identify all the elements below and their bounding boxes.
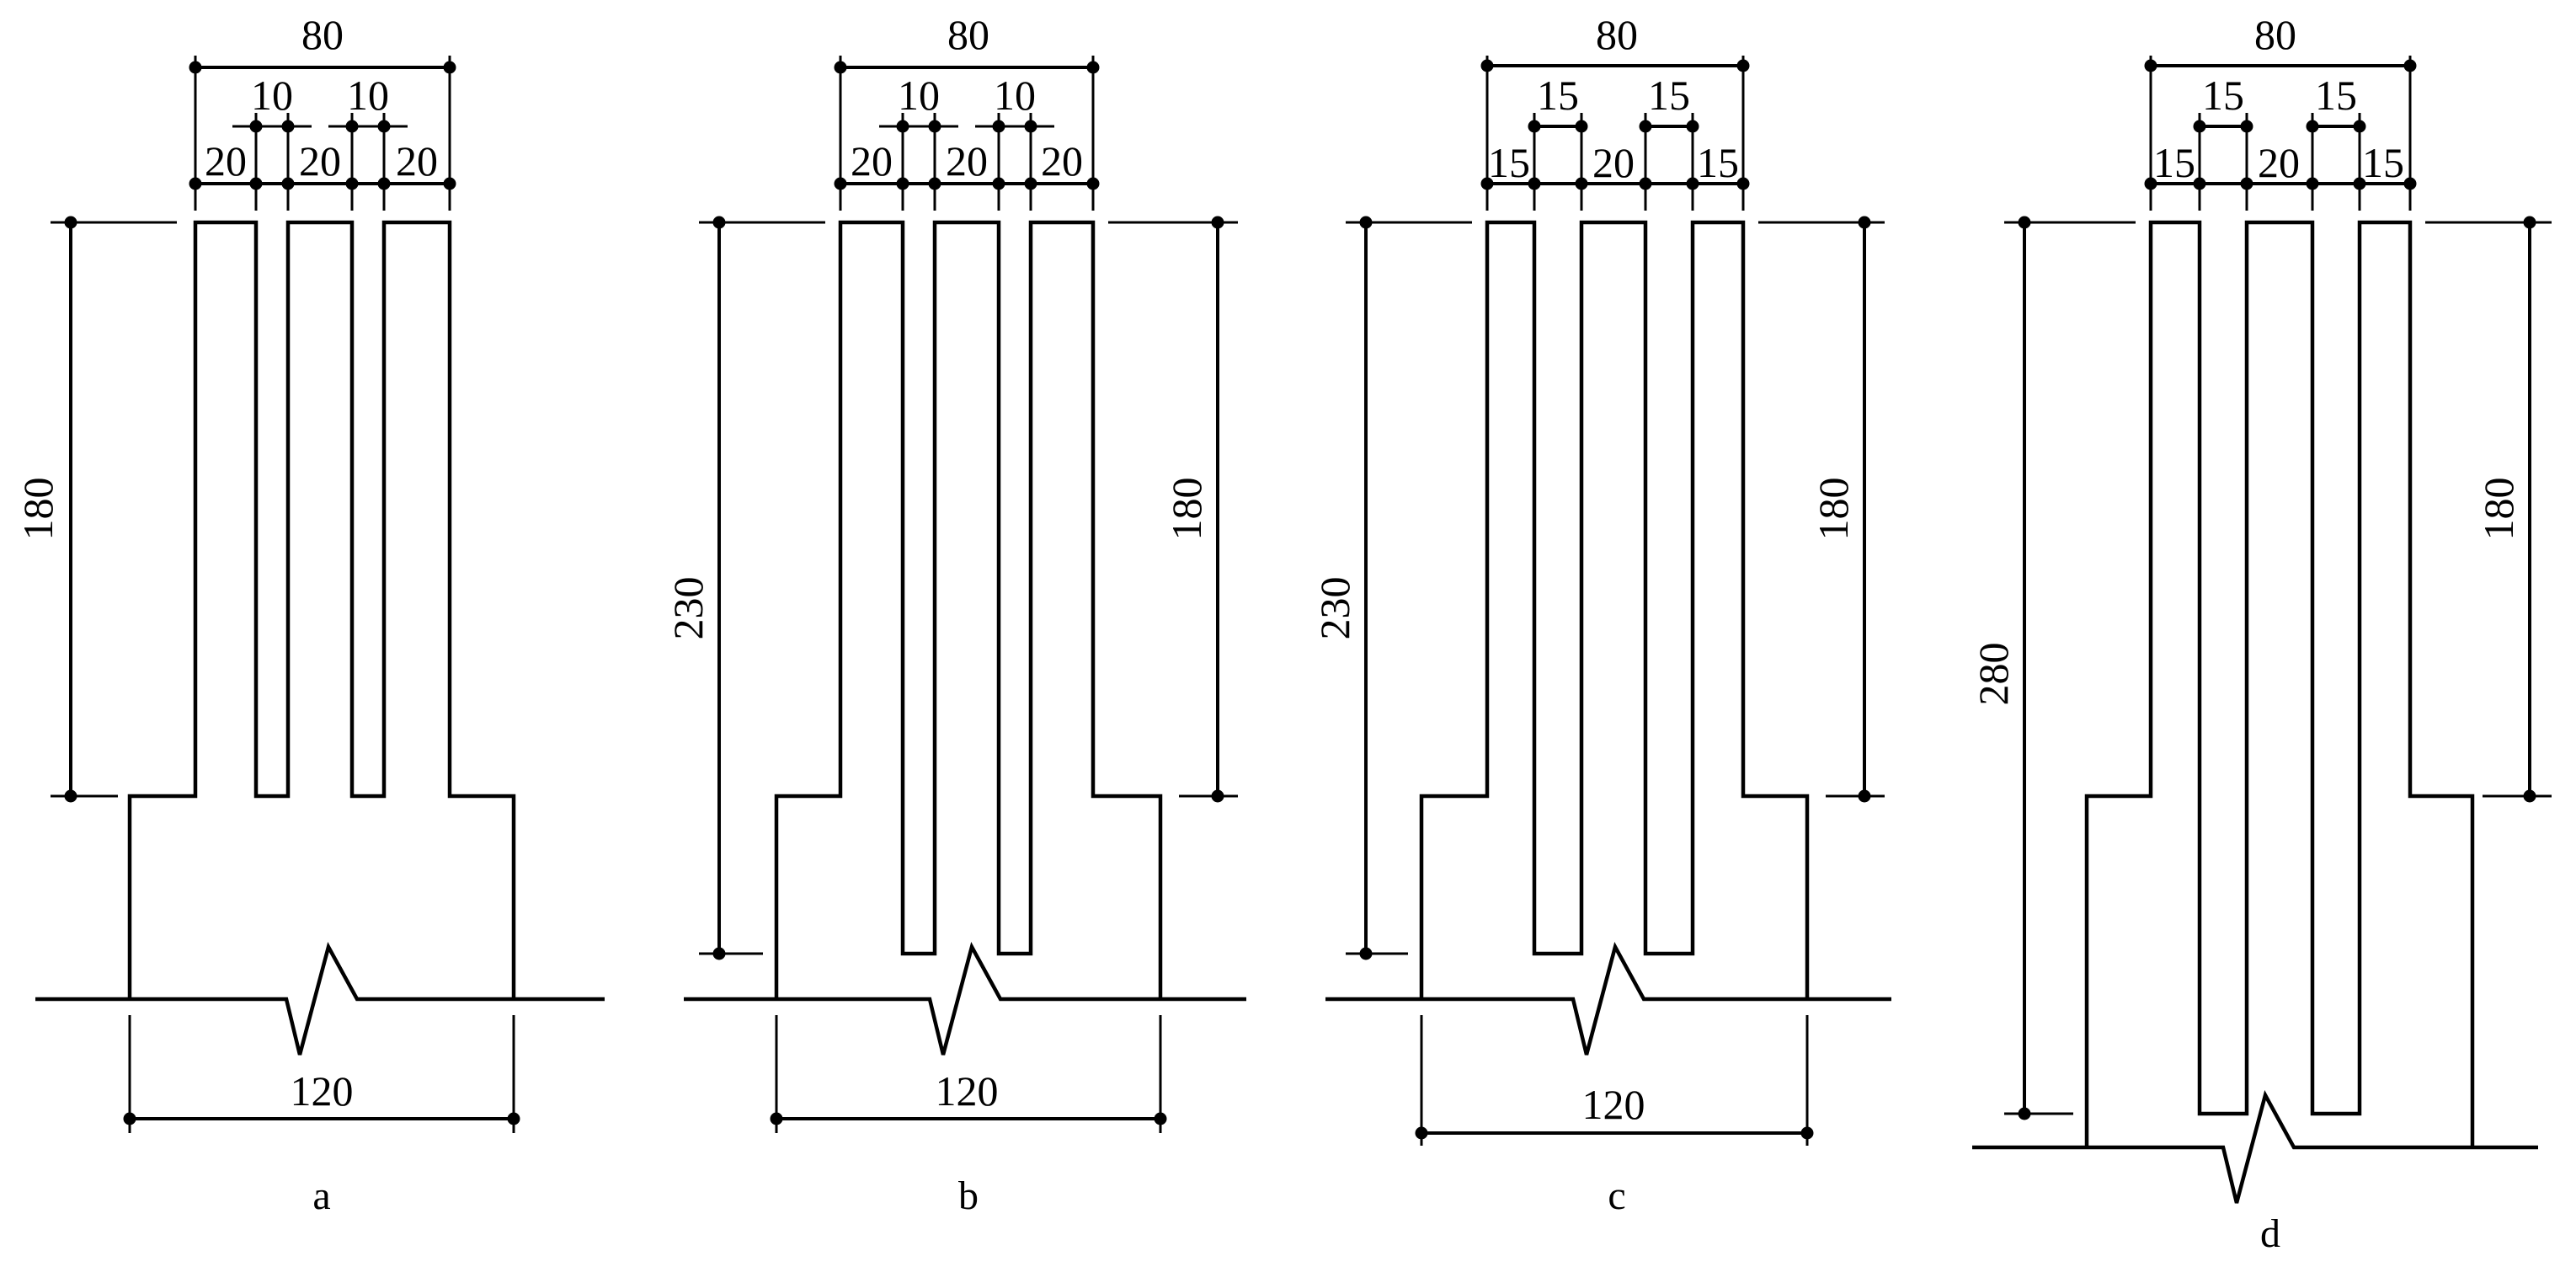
- panel-d-caption: d: [2260, 1211, 2280, 1256]
- panel-d: [1972, 56, 2552, 1204]
- panel-c-right-height: 180: [1810, 478, 1857, 541]
- panel-b: [684, 56, 1246, 1133]
- panel-c-slot-width-2: 15: [1648, 72, 1690, 119]
- panel-a-ground-line: [35, 941, 605, 1056]
- panel-d-slot-width-2: 15: [2315, 72, 2357, 119]
- panel-a-base-width: 120: [291, 1067, 354, 1115]
- panel-a-slot-width-1: 10: [251, 72, 293, 119]
- panel-d-top-width: 80: [2254, 11, 2296, 58]
- panel-d-segment-width-1: 15: [2153, 139, 2195, 186]
- panel-d-segment-width-2: 20: [2258, 139, 2300, 186]
- panel-a-slot-width-2: 10: [347, 72, 389, 119]
- panel-b-slot-width-2: 10: [994, 72, 1036, 119]
- panel-c-slot-width-1: 15: [1537, 72, 1579, 119]
- panel-b-ground-line: [684, 941, 1246, 1056]
- panel-c-ground-line: [1325, 941, 1891, 1056]
- panel-c-segment-width-3: 15: [1697, 139, 1739, 186]
- panel-b-right-height: 180: [1163, 478, 1210, 541]
- panel-a-caption: a: [312, 1173, 330, 1218]
- panel-c-left-height: 230: [1311, 577, 1358, 640]
- panel-b-outline: [774, 220, 1163, 999]
- panel-a: [35, 56, 605, 1133]
- panel-b-caption: b: [958, 1173, 979, 1218]
- panel-d-left-height: 280: [1970, 643, 2017, 706]
- panel-c-top-width: 80: [1596, 11, 1638, 58]
- panel-b-top-width: 80: [947, 11, 989, 58]
- panel-d-dots: [2018, 59, 2536, 1120]
- panel-a-left-height: 180: [14, 478, 61, 541]
- panel-a-segment-width-1: 20: [205, 137, 247, 184]
- panel-b-segment-width-1: 20: [851, 137, 893, 184]
- panel-c-caption: c: [1608, 1173, 1625, 1218]
- panel-a-segment-width-2: 20: [299, 137, 341, 184]
- panel-d-right-height: 180: [2475, 478, 2522, 541]
- panel-a-segment-width-3: 20: [396, 137, 438, 184]
- panel-d-outline: [2084, 220, 2475, 1147]
- panel-a-outline: [127, 220, 516, 999]
- panel-c-segment-width-1: 15: [1488, 139, 1530, 186]
- panel-b-segment-width-3: 20: [1041, 137, 1083, 184]
- panel-d-ground-line: [1972, 1089, 2538, 1204]
- panel-b-segment-width-2: 20: [946, 137, 988, 184]
- panel-d-segment-width-3: 15: [2362, 139, 2404, 186]
- panel-c-segment-width-2: 20: [1592, 139, 1635, 186]
- panel-c: [1325, 56, 1891, 1146]
- panel-b-left-height: 230: [664, 577, 712, 640]
- panel-c-base-width: 120: [1582, 1081, 1645, 1128]
- panel-b-base-width: 120: [936, 1067, 999, 1115]
- panel-a-top-width: 80: [301, 11, 344, 58]
- panel-d-slot-width-1: 15: [2202, 72, 2244, 119]
- panel-c-outline: [1419, 220, 1810, 999]
- panel-b-slot-width-1: 10: [898, 72, 940, 119]
